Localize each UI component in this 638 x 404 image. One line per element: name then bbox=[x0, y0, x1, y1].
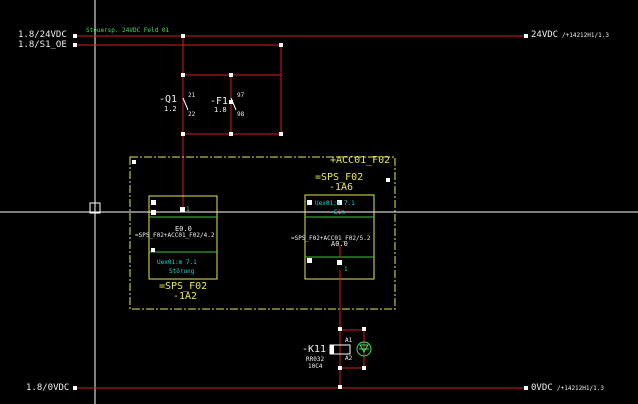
f1-ref[interactable]: 1.8 bbox=[214, 106, 227, 114]
output-module-bus: Uex01:m 7.1 bbox=[315, 200, 355, 207]
rail-label-0vdc-right[interactable]: 0VDC bbox=[531, 383, 553, 393]
rail-label-0vdc[interactable]: 1.8/0VDC bbox=[26, 383, 70, 393]
plc-unit1-sub[interactable]: -1A6 bbox=[329, 182, 354, 193]
relay-tag[interactable]: -K11 bbox=[302, 344, 327, 355]
input-module-bus: Uex01:m 7.1 bbox=[157, 259, 197, 266]
diode-icon bbox=[356, 341, 372, 357]
plc-unit2-sub[interactable]: -1A2 bbox=[173, 291, 198, 302]
relay-coil-fill bbox=[330, 345, 334, 354]
plc-group-tag[interactable]: +ACC01_F02 bbox=[330, 155, 391, 166]
output-module-label: Ein bbox=[334, 209, 345, 216]
output-module-address[interactable]: A0.0 bbox=[331, 240, 348, 248]
relay-pin-a2: A2 bbox=[345, 355, 353, 362]
q1-pin-top: 21 bbox=[188, 92, 196, 99]
rail-label-24vdc[interactable]: 1.8/24VDC bbox=[18, 30, 67, 40]
plc-unit2-tag[interactable]: =SPS_F02 bbox=[159, 281, 208, 292]
f1-pin-bottom: 98 bbox=[237, 111, 245, 118]
diode-icon-arrow bbox=[359, 344, 369, 354]
contact-q1-symbol bbox=[182, 97, 189, 111]
output-module-ref[interactable]: =SPS_F02+ACC01_F02/5.2 bbox=[291, 235, 371, 242]
q1-ref[interactable]: 1.2 bbox=[164, 105, 177, 113]
q1-tag[interactable]: -Q1 bbox=[159, 94, 178, 105]
plc-group-box[interactable] bbox=[129, 156, 396, 310]
q1-pin-bottom: 22 bbox=[188, 111, 196, 118]
input-module-ref[interactable]: =SPS_F02+ACC01_F02/4.2 bbox=[135, 232, 215, 239]
connection-points bbox=[73, 34, 528, 390]
relay-coil-code: 10C4 bbox=[308, 363, 323, 370]
wire-f1-right bbox=[231, 74, 282, 135]
crosshair-box bbox=[89, 202, 101, 214]
f1-pin-top: 97 bbox=[237, 92, 245, 99]
input-module-address[interactable]: E0.0 bbox=[175, 225, 192, 233]
wire-switch-loop bbox=[183, 74, 232, 135]
rail-note: Steuersp. 24VDC Feld 01 bbox=[86, 27, 170, 34]
f1-tag[interactable]: -F1 bbox=[210, 96, 229, 107]
rail-ref-24vdc-right[interactable]: /+14212H1/1.3 bbox=[562, 32, 609, 39]
input-module-label: Störung bbox=[169, 268, 195, 275]
relay-type: RR032 bbox=[306, 356, 325, 363]
input-module-pin: 1 bbox=[186, 206, 190, 213]
rail-ref-0vdc-right[interactable]: /+14212H1/1.3 bbox=[557, 385, 604, 392]
plc-unit1-tag[interactable]: =SPS_F02 bbox=[315, 172, 364, 183]
rail-label-s1-oe[interactable]: 1.8/S1_OE bbox=[18, 40, 67, 50]
input-module-box[interactable] bbox=[148, 195, 218, 280]
output-module-pin: 1 bbox=[344, 266, 348, 273]
rail-label-24vdc-right[interactable]: 24VDC bbox=[531, 30, 559, 40]
relay-pin-a1: A1 bbox=[345, 337, 353, 344]
